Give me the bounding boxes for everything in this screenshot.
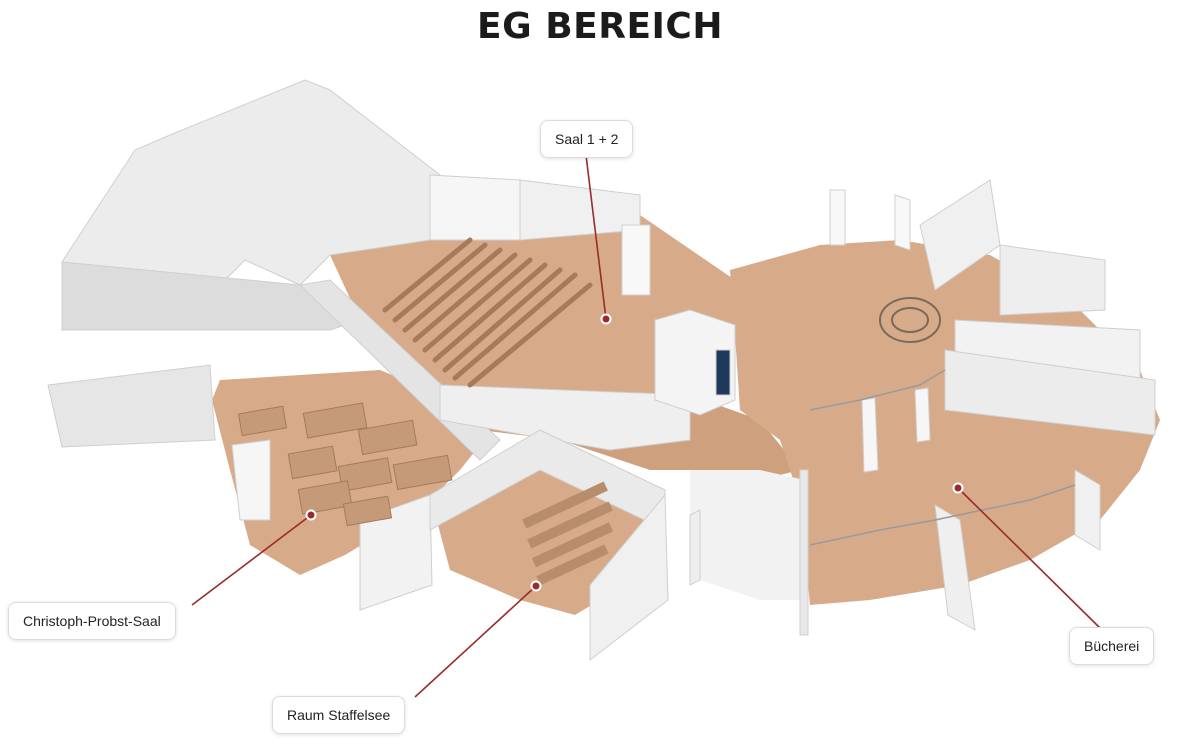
label-saal[interactable]: Saal 1 + 2 (540, 120, 634, 158)
saal-seating (382, 237, 593, 388)
seat-row (392, 242, 488, 323)
page-title: EG BEREICH (477, 6, 723, 47)
wall-east-front-right (1074, 469, 1101, 551)
chair-row (522, 481, 608, 529)
wall-service-block (654, 309, 736, 416)
label-raum-staffelsee[interactable]: Raum Staffelsee (272, 696, 406, 734)
wall-probst-right (359, 494, 433, 611)
wall-west-left (47, 364, 216, 448)
wall-saal-north (429, 174, 521, 241)
wall-stairs-front (689, 509, 701, 586)
seat-row (432, 262, 548, 363)
marker-saal (600, 313, 612, 325)
seat-row (452, 272, 578, 381)
wall-arch-left (829, 189, 846, 246)
stair-ring-inner (891, 307, 929, 333)
stair-ring (879, 297, 941, 343)
table (392, 454, 453, 491)
wall-pillar-1 (861, 397, 879, 473)
table (337, 457, 393, 492)
seat-row (382, 237, 473, 313)
table (302, 402, 368, 439)
leader-probst (191, 514, 312, 606)
wall-saal-south (439, 384, 691, 451)
table (342, 495, 393, 527)
label-christoph-probst-saal[interactable]: Christoph-Probst-Saal (8, 602, 176, 640)
leader-buecherei (957, 487, 1101, 629)
railing-front (809, 484, 1076, 546)
table (357, 419, 418, 456)
leader-lines (191, 154, 1101, 698)
wall-saal-column (621, 224, 651, 296)
walls (47, 79, 1156, 662)
wall-probst-left (231, 439, 271, 521)
floor-stairs (690, 470, 805, 600)
wall-arch-right (894, 194, 911, 251)
wall-staffelsee-east (589, 493, 669, 662)
chair-row (531, 522, 614, 568)
staffelsee-chairs (522, 481, 614, 586)
leader-staffelsee (414, 585, 537, 698)
table (237, 405, 288, 437)
leader-saal (585, 154, 607, 320)
table (297, 480, 353, 515)
wall-stairs (799, 469, 809, 636)
wall-east-lower (944, 349, 1156, 436)
markers (305, 313, 964, 592)
railing (809, 369, 946, 411)
seat-row (412, 252, 518, 343)
seat-row (402, 247, 503, 333)
seat-row (442, 267, 563, 373)
seat-row (467, 282, 593, 388)
wall-east-rooms (999, 244, 1106, 316)
wall-east-front-mid (934, 504, 976, 631)
probst-tables (237, 402, 453, 527)
marker-buecherei (952, 482, 964, 494)
chair-row (527, 501, 613, 549)
table (287, 445, 338, 480)
marker-staffelsee (530, 580, 542, 592)
seat-row (422, 257, 533, 353)
door-service (715, 349, 731, 396)
wall-pillar-2 (914, 387, 931, 443)
marker-probst (305, 509, 317, 521)
spiral-stair (879, 297, 941, 343)
label-buecherei[interactable]: Bücherei (1069, 627, 1155, 665)
chair-row (536, 544, 609, 586)
